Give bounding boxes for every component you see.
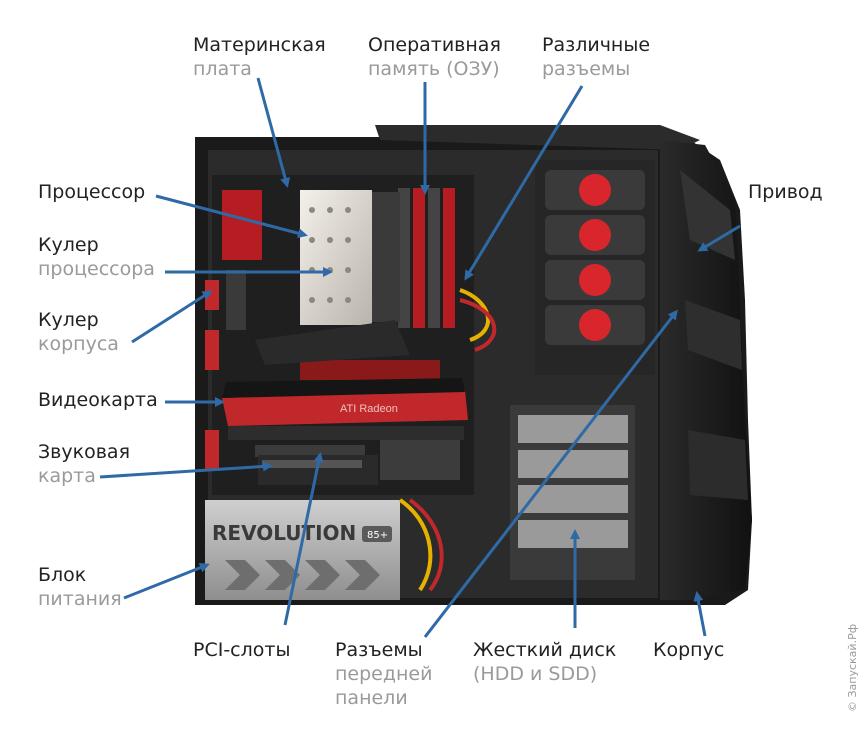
cpu-cooler bbox=[255, 190, 410, 365]
arrow-case-cooler bbox=[131, 290, 213, 344]
label-drive: Привод bbox=[748, 181, 823, 203]
watermark: © Запускай.Рф bbox=[846, 623, 859, 712]
ram-modules bbox=[398, 188, 455, 328]
cables bbox=[398, 288, 497, 592]
gpu-brand-label: ATI Radeon bbox=[340, 403, 398, 415]
label-front-panel: Разъемы передней панели bbox=[335, 639, 433, 709]
label-sound-card: Звуковая карта bbox=[38, 441, 130, 487]
psu-badge-bg bbox=[362, 526, 392, 542]
psu-brand-label: REVOLUTION bbox=[212, 521, 356, 545]
label-hdd: Жесткий диск (HDD и SDD) bbox=[473, 639, 617, 685]
label-pci: PCI-слоты bbox=[193, 639, 291, 661]
arrow-drive bbox=[697, 224, 741, 252]
psu-badge-label: 85+ bbox=[367, 530, 388, 541]
label-gpu: Видеокарта bbox=[38, 389, 158, 411]
hdd-cage bbox=[510, 405, 635, 580]
callout-arrows bbox=[99, 77, 741, 638]
label-cpu-cooler: Кулер процессора bbox=[38, 234, 155, 280]
arrow-sound-card bbox=[99, 461, 273, 479]
arrow-psu bbox=[123, 562, 210, 600]
label-case-cooler: Кулер корпуса bbox=[38, 309, 119, 355]
arrow-motherboard bbox=[256, 77, 290, 188]
label-case: Корпус bbox=[653, 639, 725, 661]
label-connectors: Различные разъемы bbox=[542, 34, 651, 80]
power-supply bbox=[205, 500, 400, 600]
arrow-pci bbox=[283, 452, 324, 626]
label-motherboard: Материнская плата bbox=[193, 34, 326, 80]
label-cpu: Процессор bbox=[38, 181, 146, 203]
label-ram: Оперативная память (ОЗУ) bbox=[368, 34, 501, 80]
arrow-connectors bbox=[464, 85, 584, 281]
graphics-card bbox=[222, 378, 468, 440]
arrow-front-panel bbox=[423, 309, 678, 638]
arrow-cpu bbox=[155, 194, 308, 239]
arrow-case bbox=[693, 591, 707, 637]
label-psu: Блок питания bbox=[38, 564, 122, 610]
drive-bays bbox=[535, 160, 655, 375]
